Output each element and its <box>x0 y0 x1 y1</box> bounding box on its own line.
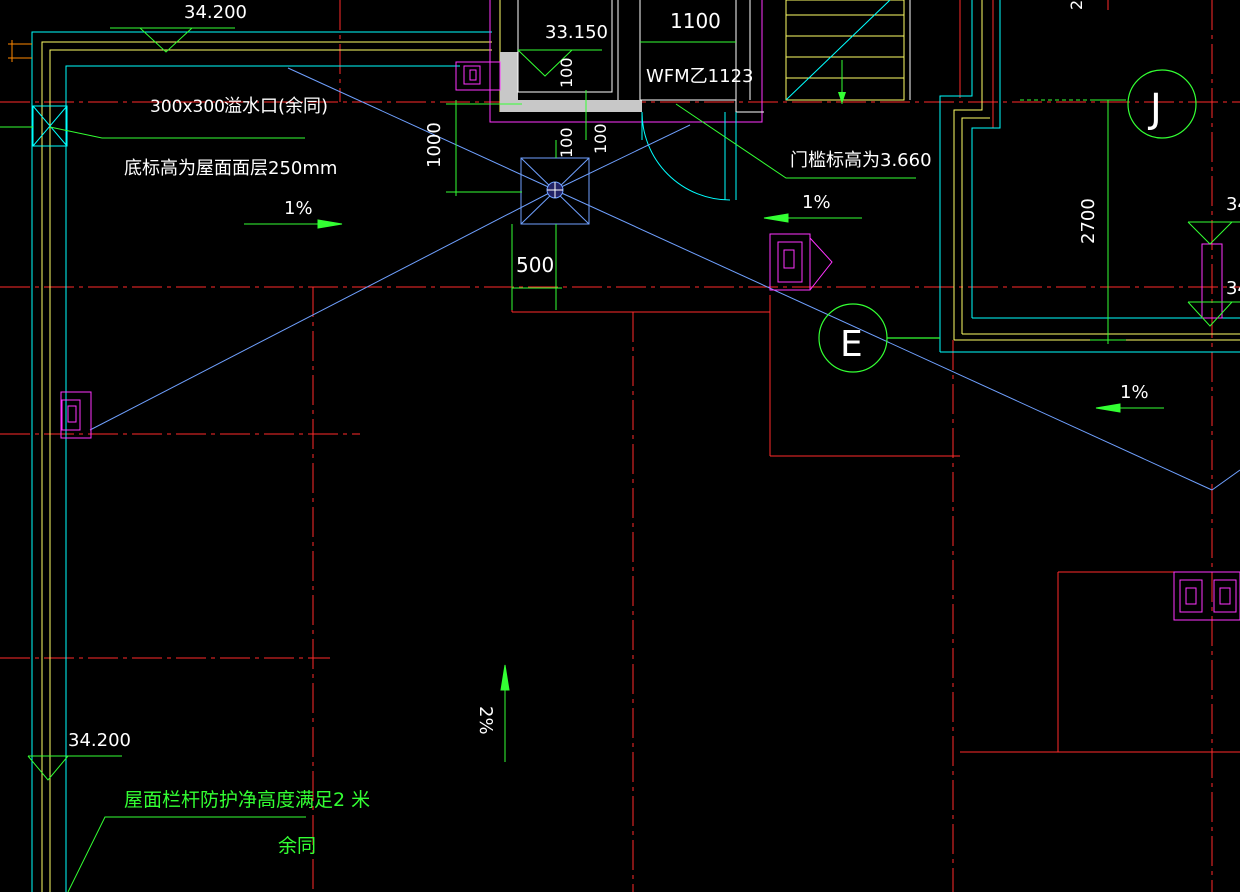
dimension-2700: 2700 <box>1078 198 1099 244</box>
dimension-100-b: 100 <box>591 123 610 154</box>
elevation-bottom-left: 34.200 <box>68 730 131 751</box>
axis-bubbles <box>818 69 1197 373</box>
overflow-size-text: 300x300 <box>150 97 225 117</box>
slope-label-2: 1% <box>802 192 831 213</box>
railing-note-text: 屋面栏杆防护净高度满足2 米 <box>124 789 370 811</box>
parapet-walls <box>8 31 492 892</box>
overflow-bottom-text: 底标高为屋面面层250mm <box>124 158 337 179</box>
dimension-lines <box>446 41 1126 344</box>
overflow-outlet-symbols <box>60 61 1240 621</box>
elevation-right-bottom: 34 <box>1226 278 1240 299</box>
slope-label-4: 2% <box>475 706 496 735</box>
door-code-label: WFM乙1123 <box>646 66 754 87</box>
stair-core-outline <box>489 0 911 201</box>
slope-label-3: 1% <box>1120 382 1149 403</box>
leader-lines <box>49 99 1108 892</box>
roof-drain-symbol <box>520 157 590 225</box>
dimension-1000: 1000 <box>424 122 445 168</box>
railing-same-text: 余同 <box>278 835 316 857</box>
elevation-stair-landing: 33.150 <box>545 22 608 43</box>
dimension-100-a: 100 <box>557 127 576 158</box>
overflow-label-text: 溢水口(余同) <box>224 96 328 117</box>
threshold-elevation-text: 门槛标高为3.660 <box>790 150 932 171</box>
axis-label-j: J <box>1147 86 1162 132</box>
door-width-dimension: 1100 <box>670 9 721 33</box>
dimension-500: 500 <box>516 253 554 277</box>
elevation-top-left: 34.200 <box>184 2 247 23</box>
roof-slope-lines <box>89 67 1240 491</box>
dimension-top-2: 2 <box>1067 0 1086 10</box>
elevation-right-top: 34 <box>1226 194 1240 215</box>
axis-label-e: E <box>840 324 863 365</box>
slope-label-1: 1% <box>284 198 313 219</box>
dimension-100-stair: 100 <box>557 57 576 88</box>
left-wall-marker <box>0 105 68 147</box>
elevation-symbols <box>27 27 1240 781</box>
drawing-texts: 34.200 34.200 33.150 34 34 1100 WFM乙1123… <box>68 0 1240 857</box>
slope-arrows <box>244 213 1164 762</box>
right-building-walls <box>939 0 1240 353</box>
